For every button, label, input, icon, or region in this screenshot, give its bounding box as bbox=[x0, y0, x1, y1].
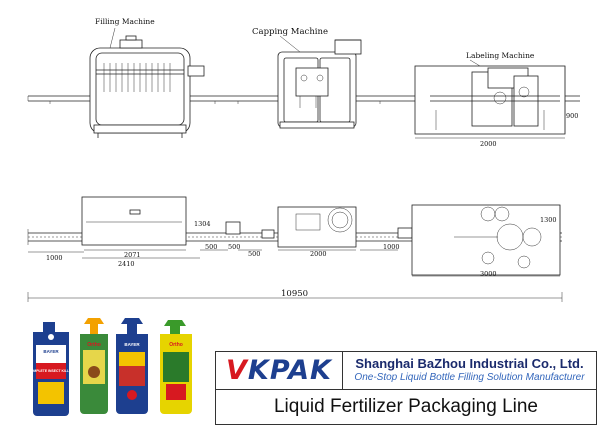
vkpak-logo: VKPAK bbox=[216, 352, 343, 390]
labeling-machine-plan bbox=[397, 204, 561, 276]
dim-1304: 1304 bbox=[194, 220, 211, 228]
logo-kpak: KPAK bbox=[247, 355, 332, 386]
capping-machine-label: Capping Machine bbox=[252, 27, 328, 37]
dim-2000: 2000 bbox=[310, 250, 327, 258]
bottle-green-spray: Ortho bbox=[80, 318, 108, 414]
dim-labeler-width: 2000 bbox=[480, 140, 497, 148]
labeling-machine-label: Labeling Machine bbox=[466, 51, 535, 60]
dim-labeler-height: 900 bbox=[566, 112, 578, 120]
labeling-machine-side bbox=[414, 59, 566, 139]
filling-machine-plan bbox=[81, 196, 187, 246]
company-name: Shanghai BaZhou Industrial Co., Ltd. bbox=[355, 356, 584, 371]
bottle-yellow-spray: Ortho bbox=[160, 320, 192, 414]
bottle-1-brand: BAYER bbox=[43, 349, 59, 354]
dim-total-length: 10950 bbox=[281, 289, 308, 299]
dim-500-a: 500 bbox=[205, 243, 217, 251]
company-banner: VKPAK Shanghai BaZhou Industrial Co., Lt… bbox=[215, 351, 597, 425]
dim-1000-left: 1000 bbox=[46, 254, 63, 262]
dim-1300: 1300 bbox=[540, 216, 557, 224]
dim-3000: 3000 bbox=[480, 270, 497, 278]
capping-machine-side bbox=[277, 35, 362, 129]
company-tagline: One-Stop Liquid Bottle Filling Solution … bbox=[354, 372, 585, 383]
plan-dimension-lines bbox=[27, 205, 563, 302]
filling-machine-label: Filling Machine bbox=[95, 17, 155, 26]
line-title: Liquid Fertilizer Packaging Line bbox=[273, 396, 539, 417]
bottle-4-text: Ortho bbox=[169, 342, 183, 348]
bottle-insect-killer: BAYER COMPLETE INSECT KILLER bbox=[28, 322, 74, 416]
transfer-unit-plan bbox=[225, 221, 275, 239]
capping-machine-plan bbox=[277, 206, 357, 248]
bottle-3-text: BAYER bbox=[124, 342, 140, 347]
company-info: Shanghai BaZhou Industrial Co., Ltd. One… bbox=[343, 352, 596, 390]
bottle-rose-spray: BAYER bbox=[116, 318, 148, 414]
logo-v: V bbox=[226, 355, 248, 386]
dim-2410: 2410 bbox=[118, 260, 135, 268]
conveyor-legs bbox=[49, 101, 381, 104]
dim-1000-right: 1000 bbox=[383, 243, 400, 251]
bottle-1-text: COMPLETE INSECT KILLER bbox=[28, 369, 74, 373]
plan-view: 1000 2071 2410 1304 500 500 2000 1000 50… bbox=[27, 196, 563, 302]
dim-2071: 2071 bbox=[124, 251, 141, 259]
dim-500-b: 500 bbox=[228, 243, 240, 251]
product-bottles: BAYER COMPLETE INSECT KILLER Ortho BAYER bbox=[28, 318, 192, 416]
dim-500-c: 500 bbox=[248, 250, 260, 258]
filling-machine-side bbox=[89, 27, 205, 138]
side-elevation: Filling Machine Capping Machine bbox=[27, 17, 580, 148]
bottle-2-text: Ortho bbox=[87, 342, 101, 348]
